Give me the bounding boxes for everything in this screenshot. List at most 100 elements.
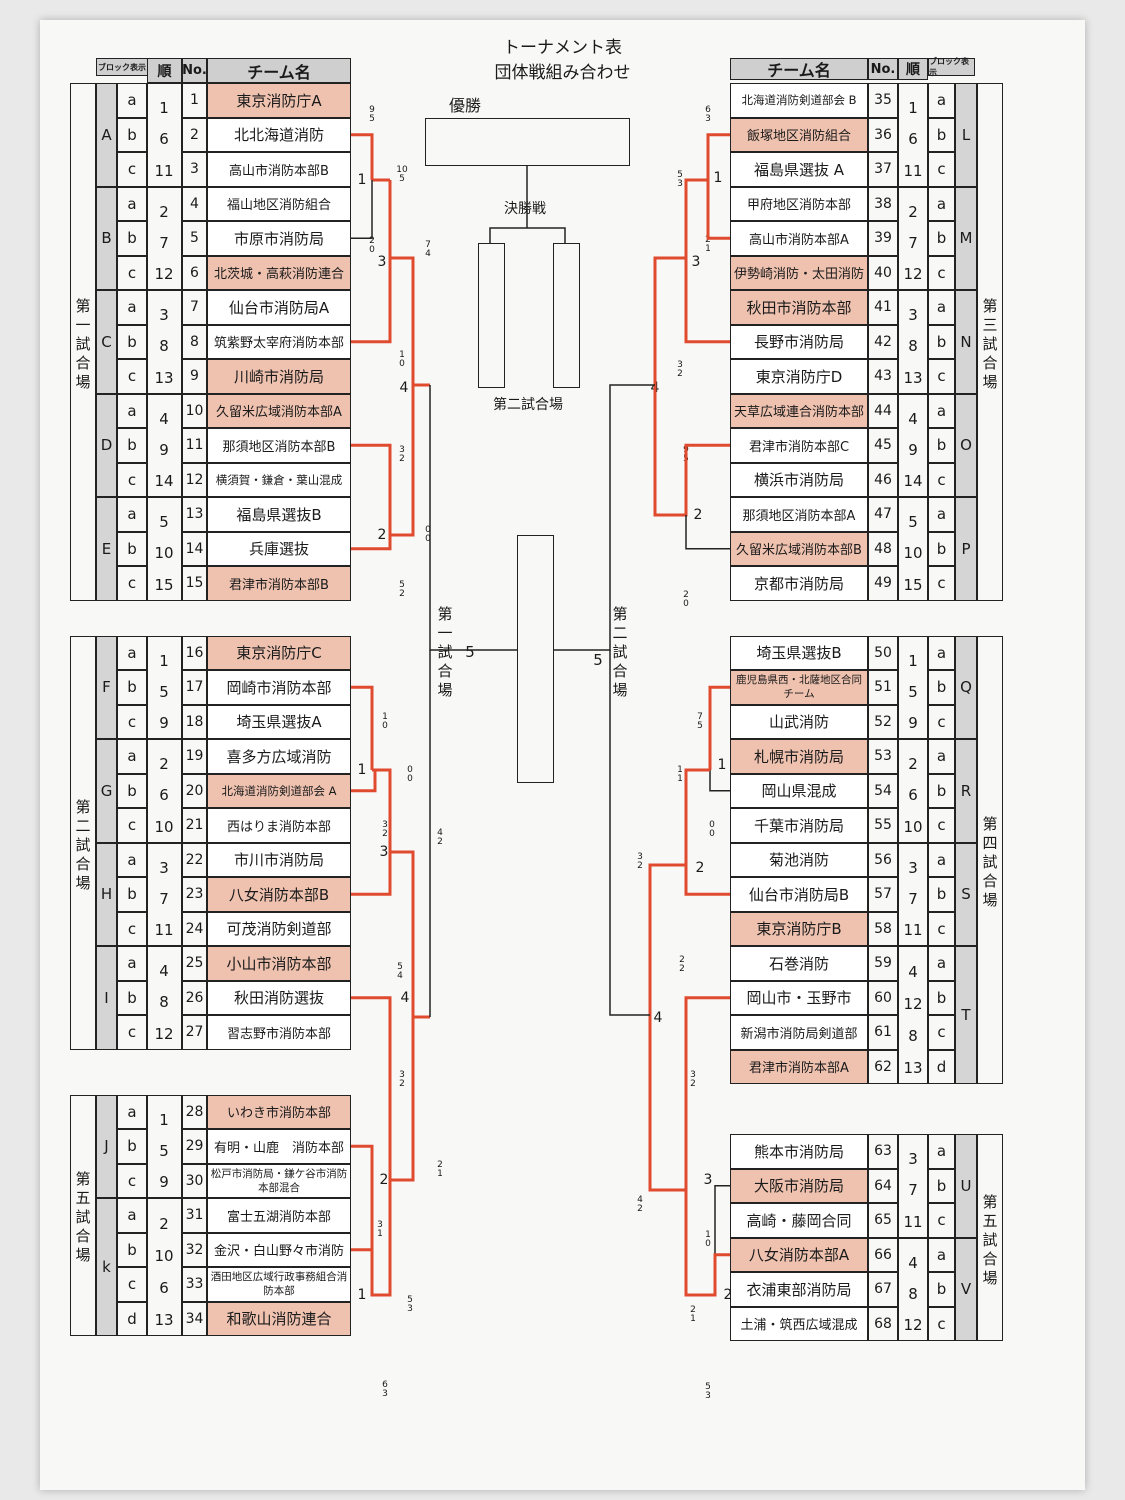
team-name-cell: 西はりま消防本部 (207, 808, 351, 843)
block-letter-cell: E (96, 497, 117, 601)
team-number-cell: 36 (868, 117, 898, 152)
block-position-cell: c (117, 566, 147, 601)
team-name-cell: 飯塚地区消防組合 (730, 117, 868, 152)
team-number-cell: 22 (182, 842, 207, 877)
order-number: 11 (903, 161, 923, 180)
team-number-cell: 35 (868, 83, 898, 118)
score: 10 5 (396, 165, 408, 184)
order-number: 15 (154, 575, 174, 594)
block-position-cell: b (928, 980, 955, 1015)
venue-label-mid: 第一試合場 (437, 605, 453, 699)
no-header: No. (182, 58, 207, 83)
team-number-cell: 64 (868, 1168, 898, 1203)
block-position-cell: c (928, 808, 955, 843)
order-column (147, 186, 182, 290)
order-column (147, 946, 182, 1050)
order-number: 4 (908, 1253, 918, 1272)
team-number-cell: 58 (868, 911, 898, 946)
team-number-cell: 26 (182, 980, 207, 1015)
block-letter-cell: F (96, 635, 117, 739)
order-number: 1 (908, 651, 918, 670)
team-name-cell: 川崎市消防局 (207, 359, 351, 394)
block-position-cell: b (117, 1129, 147, 1164)
team-number-cell: 48 (868, 531, 898, 566)
order-column (147, 497, 182, 601)
block-letter-cell: L (955, 83, 977, 187)
order-header: 順 (898, 58, 928, 80)
order-column (898, 83, 928, 187)
team-number-cell: 3 (182, 152, 207, 187)
team-number-cell: 59 (868, 946, 898, 981)
round-number: 5 (465, 643, 475, 661)
round-number: 2 (695, 860, 705, 876)
block-position-cell: c (928, 704, 955, 739)
score: 7 5 (697, 712, 703, 731)
bracket-win-line (706, 133, 730, 180)
team-number-cell: 2 (182, 117, 207, 152)
score: 5 4 (397, 962, 403, 981)
team-number-cell: 65 (868, 1203, 898, 1238)
team-name-cell: 秋田消防選抜 (207, 980, 351, 1015)
score: 1 0 (382, 712, 388, 731)
match-box (517, 535, 554, 783)
bracket-win-line (706, 180, 730, 240)
order-number: 7 (159, 233, 169, 252)
block-position-cell: b (117, 221, 147, 256)
block-position-cell: a (117, 83, 147, 118)
order-number: 9 (908, 714, 918, 733)
team-number-cell: 46 (868, 462, 898, 497)
team-number-cell: 39 (868, 221, 898, 256)
team-number-cell: 30 (182, 1163, 207, 1198)
order-number: 1 (908, 99, 918, 118)
score: 4 2 (637, 1195, 643, 1214)
team-name-cell: 那須地区消防本部B (207, 428, 351, 463)
team-number-cell: 21 (182, 808, 207, 843)
order-number: 2 (908, 202, 918, 221)
team-number-cell: 60 (868, 980, 898, 1015)
team-number-cell: 55 (868, 808, 898, 843)
block-position-cell: a (117, 290, 147, 325)
score: 3 2 (382, 820, 388, 839)
team-header: チーム名 (207, 58, 351, 83)
block-position-cell: a (928, 635, 955, 670)
team-name-cell: 横須賀・鎌倉・葉山混成 (207, 462, 351, 497)
bracket-win-line (648, 768, 710, 1015)
final-slot-left (478, 243, 505, 388)
bracket-win-line (351, 385, 415, 551)
order-number: 3 (159, 858, 169, 877)
order-number: 6 (159, 130, 169, 149)
bracket-win-line (653, 178, 708, 385)
block-letter-cell: R (955, 739, 977, 843)
block-position-cell: c (928, 359, 955, 394)
block-letter-cell: T (955, 946, 977, 1084)
block-letter-cell: I (96, 946, 117, 1050)
block-position-cell: c (117, 462, 147, 497)
block-header: ブロック表示 (928, 57, 975, 77)
score: 7 4 (425, 240, 431, 259)
team-number-cell: 32 (182, 1232, 207, 1267)
block-letter-cell: A (96, 83, 117, 187)
venue-label: 第三試合場 (982, 296, 998, 391)
team-name-cell: 筑紫野太宰府消防本部 (207, 324, 351, 359)
order-number: 4 (908, 962, 918, 981)
team-name-cell: 北茨城・高萩消防連合 (207, 255, 351, 290)
venue-column (977, 83, 1003, 601)
block-letter-cell: B (96, 186, 117, 290)
order-number: 5 (908, 682, 918, 701)
venue-column (70, 83, 96, 601)
order-number: 7 (908, 233, 918, 252)
order-column (147, 290, 182, 394)
order-column (147, 1198, 182, 1336)
order-number: 11 (154, 161, 174, 180)
block-letter-cell: U (955, 1134, 977, 1238)
block-letter-cell: N (955, 290, 977, 394)
bracket-win-line (648, 996, 730, 1192)
round-number: 5 (593, 651, 603, 669)
team-name-cell: 福山地区消防組合 (207, 186, 351, 221)
page-subtitle: 団体戦組み合わせ (494, 63, 631, 83)
order-column (898, 1237, 928, 1341)
team-name-cell: 市川市消防局 (207, 842, 351, 877)
score: 2 0 (683, 590, 689, 609)
team-name-cell: 高崎・藤岡合同 (730, 1203, 868, 1238)
